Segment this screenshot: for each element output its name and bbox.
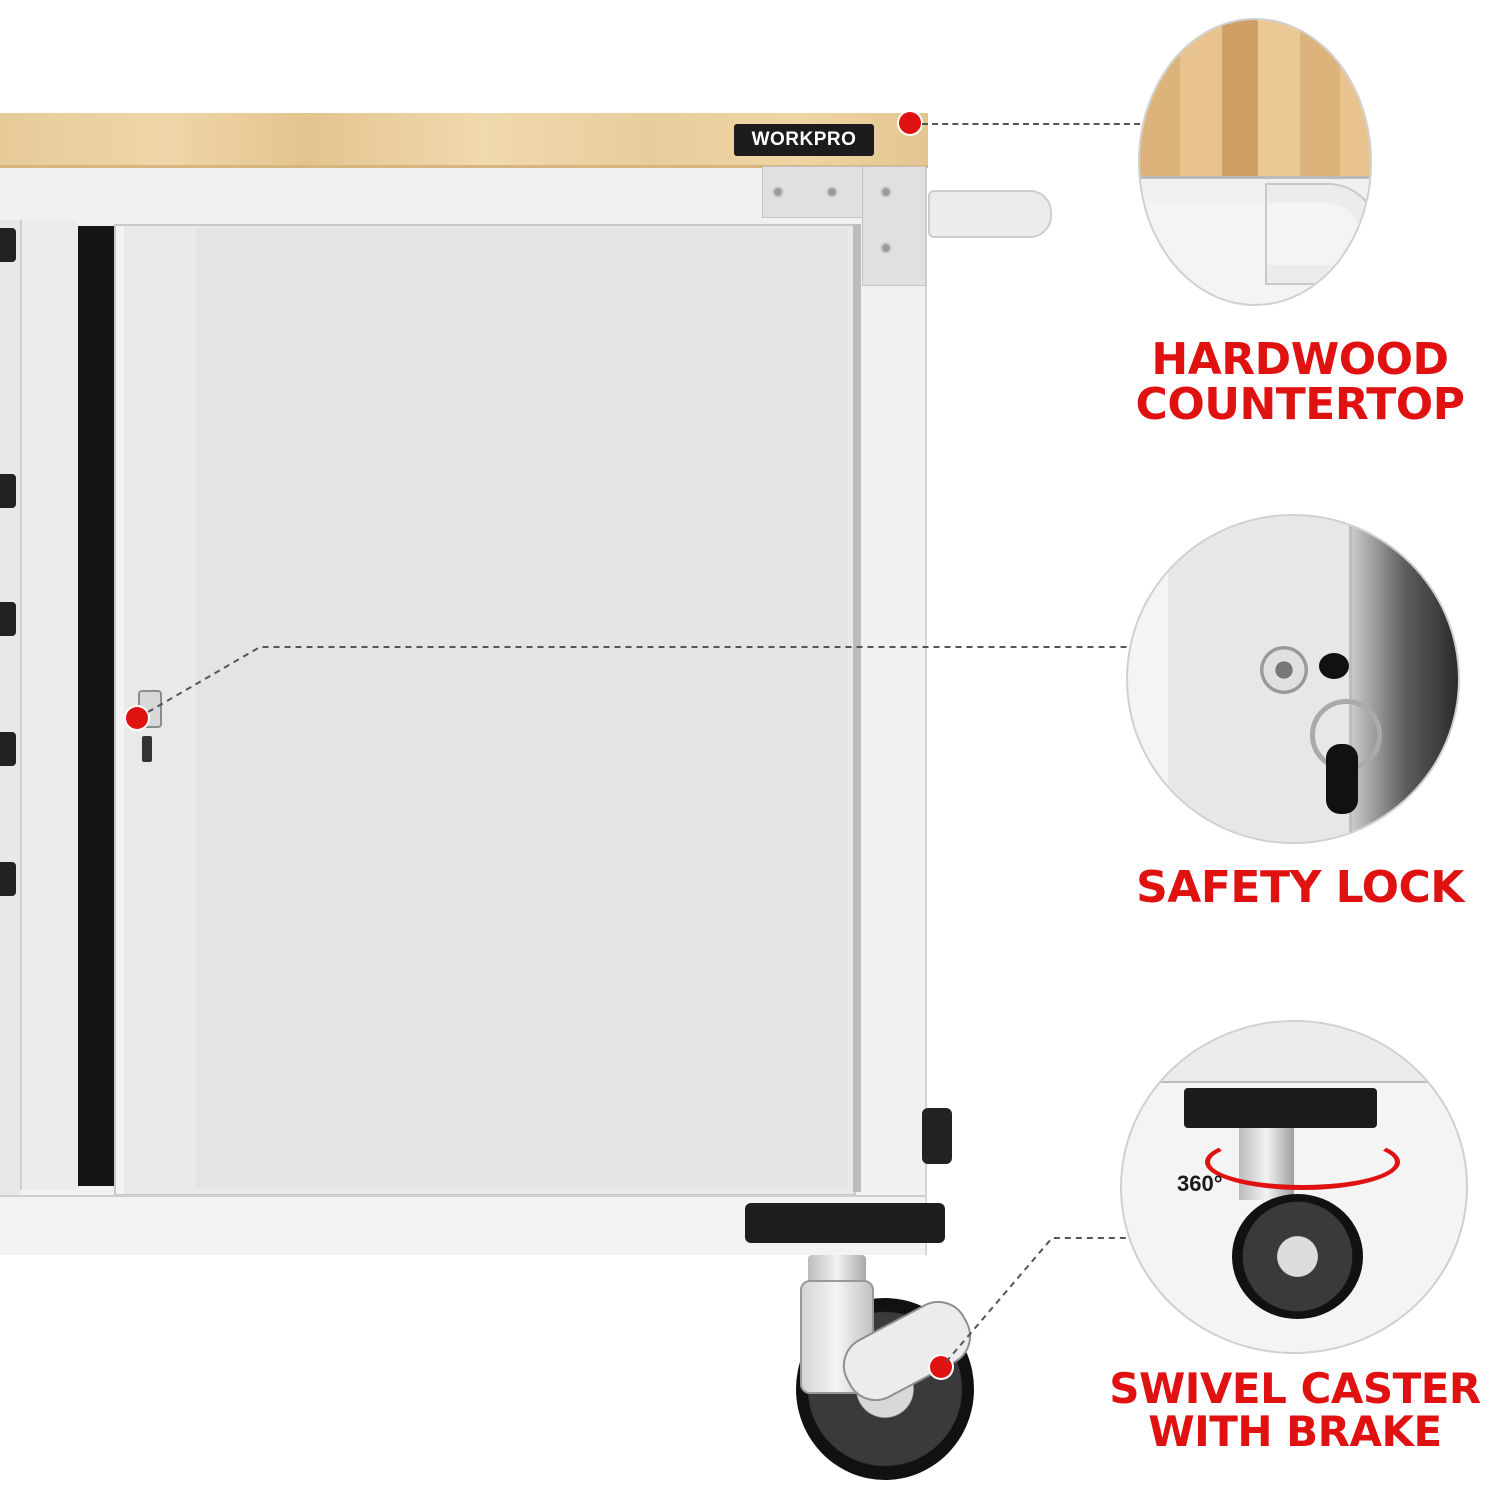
key-icon (142, 736, 152, 762)
detail-circle-countertop (1138, 18, 1372, 306)
detail-circle-caster: 360° (1120, 1020, 1468, 1354)
brand-logo: WORKPRO (734, 124, 874, 156)
callout-label-countertop: HARDWOOD COUNTERTOP (1110, 334, 1490, 430)
side-push-handle (928, 190, 1052, 238)
drawer-pull (0, 602, 16, 636)
drawer-pull (0, 474, 16, 508)
drawer-pull (0, 228, 16, 262)
marker-dot-lock (126, 707, 148, 729)
caster-plate-closeup (1183, 1088, 1377, 1128)
cabinet-base-closeup (1122, 1022, 1466, 1084)
wood-grain-closeup (1140, 20, 1370, 177)
callout-line: HARDWOOD (1151, 334, 1449, 385)
leader-line-countertop (922, 123, 1140, 125)
callout-line: SAFETY LOCK (1136, 862, 1464, 913)
door-handle-bar (78, 226, 114, 1186)
door-panel (196, 228, 848, 1188)
leader-line-lock (147, 646, 1130, 713)
drawer-pull (0, 732, 16, 766)
bolt-icon (880, 242, 892, 254)
bolt-icon (880, 186, 892, 198)
callout-line: COUNTERTOP (1135, 378, 1465, 430)
drawer-stack-edge (0, 220, 20, 1220)
lock-cylinder-icon (1260, 646, 1308, 695)
swivel-degrees: 360° (1177, 1170, 1223, 1196)
cabinet-post-closeup (1167, 516, 1353, 842)
key-fob-icon (1326, 744, 1358, 815)
callout-line: WITH BRAKE (1148, 1406, 1442, 1456)
caster-wheel-closeup (1232, 1193, 1363, 1319)
key-icon (1319, 652, 1350, 679)
marker-dot-countertop (899, 112, 921, 134)
corner-bracket-vertical (862, 166, 926, 286)
caster-mount-plate (745, 1203, 945, 1243)
bolt-icon (826, 186, 838, 198)
door-gap (853, 224, 861, 1192)
leader-line-caster (945, 1237, 1130, 1363)
bolt-icon (772, 186, 784, 198)
callout-label-caster: SWIVEL CASTER WITH BRAKE (1090, 1364, 1500, 1456)
handle-pipe-closeup (1266, 184, 1370, 284)
detail-circle-lock (1126, 514, 1460, 844)
rubber-bumper (922, 1108, 952, 1164)
swivel-arrow-icon (1204, 1134, 1401, 1191)
drawer-pull (0, 862, 16, 896)
cabinet-divider (20, 220, 77, 1190)
drawer-rail-closeup (1352, 516, 1458, 842)
callout-label-lock: SAFETY LOCK (1100, 862, 1500, 913)
callout-line: SWIVEL CASTER (1109, 1364, 1481, 1413)
